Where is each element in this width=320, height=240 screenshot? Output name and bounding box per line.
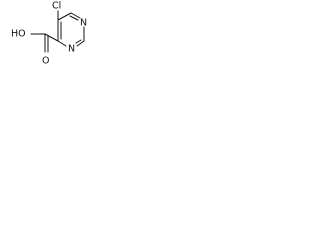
bond-c5-c6	[57, 12, 72, 21]
pyrimidine-ring	[57, 12, 85, 47]
bond-c2-n3-inner	[75, 39, 82, 44]
bond-c2-n3	[76, 40, 85, 47]
bond-c6-n1-inner	[69, 15, 79, 21]
atom-label-nitrogen-bottom: N	[68, 44, 75, 55]
atom-label-carbonyl-oxygen: O	[42, 56, 49, 67]
atom-label-hydroxyl: HO	[11, 29, 26, 40]
bond-c4-ccooh	[44, 33, 59, 42]
bond-c6-n1	[70, 12, 81, 19]
chemical-structure: Cl HO O N N	[11, 1, 87, 67]
carboxylic-acid-group	[30, 33, 59, 53]
atom-label-nitrogen-top: N	[80, 18, 87, 29]
bond-n3-c4	[57, 40, 67, 47]
atom-label-chlorine: Cl	[52, 1, 61, 12]
